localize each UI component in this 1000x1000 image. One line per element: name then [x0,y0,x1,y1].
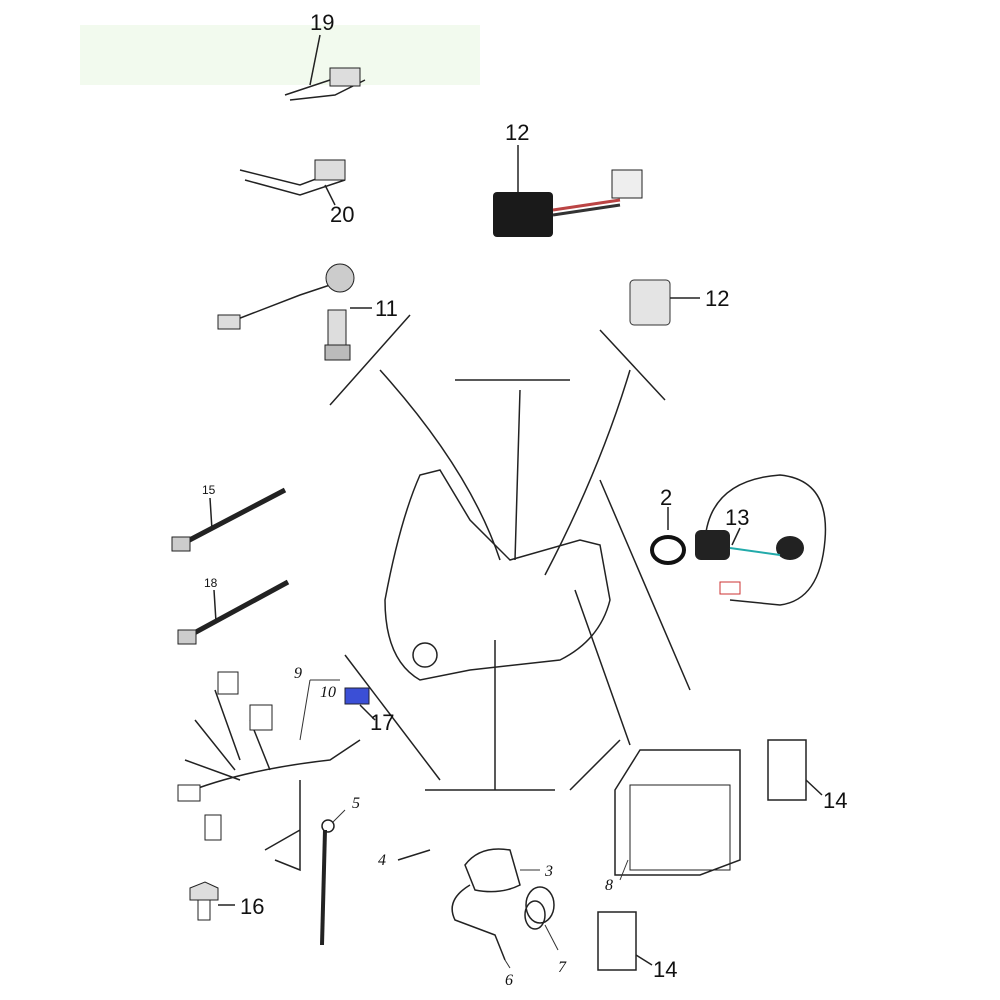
leader-6 [504,959,511,969]
label-6: 6 [505,972,513,989]
background-tint [80,25,480,85]
label-5: 5 [352,795,360,812]
label-11: 11 [375,296,398,321]
label-17: 17 [370,710,394,735]
part-3-ignition-coil [397,848,540,961]
part-14-pad-lower [597,911,653,971]
part-12-cdi-unit [493,145,643,237]
scooter-outline [329,314,691,791]
part-5-rod [320,809,346,946]
part-14-pad-upper [767,739,823,801]
label-14-lower: 14 [653,957,677,982]
label-10: 10 [320,684,336,701]
label-16: 16 [240,894,264,919]
label-4: 4 [378,852,386,869]
label-8: 8 [605,877,613,894]
part-2-ring [650,507,686,565]
label-2: 2 [660,485,672,510]
label-14-upper: 14 [823,788,847,813]
label-13: 13 [725,505,749,530]
label-20: 20 [330,202,354,227]
label-12-top: 12 [505,120,529,145]
label-12-right: 12 [705,286,729,311]
label-9: 9 [294,665,302,682]
label-18: 18 [204,576,218,590]
part-19-wire-lead [284,34,366,101]
part-11-sensor [217,263,372,361]
label-19: 19 [310,10,334,35]
part-16-bolt [189,881,235,921]
part-17-connector [344,687,370,705]
label-15: 15 [202,483,216,497]
part-13-switch [695,474,827,606]
part-9-wire-harness [177,671,361,872]
part-15-cable-tie [171,487,287,552]
leader-17 [359,704,376,721]
label-7: 7 [558,959,567,976]
part-18-cable-tie [177,579,290,645]
part-8-battery [614,749,741,881]
part-12-relay [629,279,700,326]
label-3: 3 [544,863,553,880]
part-20-wire-lead [239,159,346,206]
part-7-cap [524,886,559,951]
